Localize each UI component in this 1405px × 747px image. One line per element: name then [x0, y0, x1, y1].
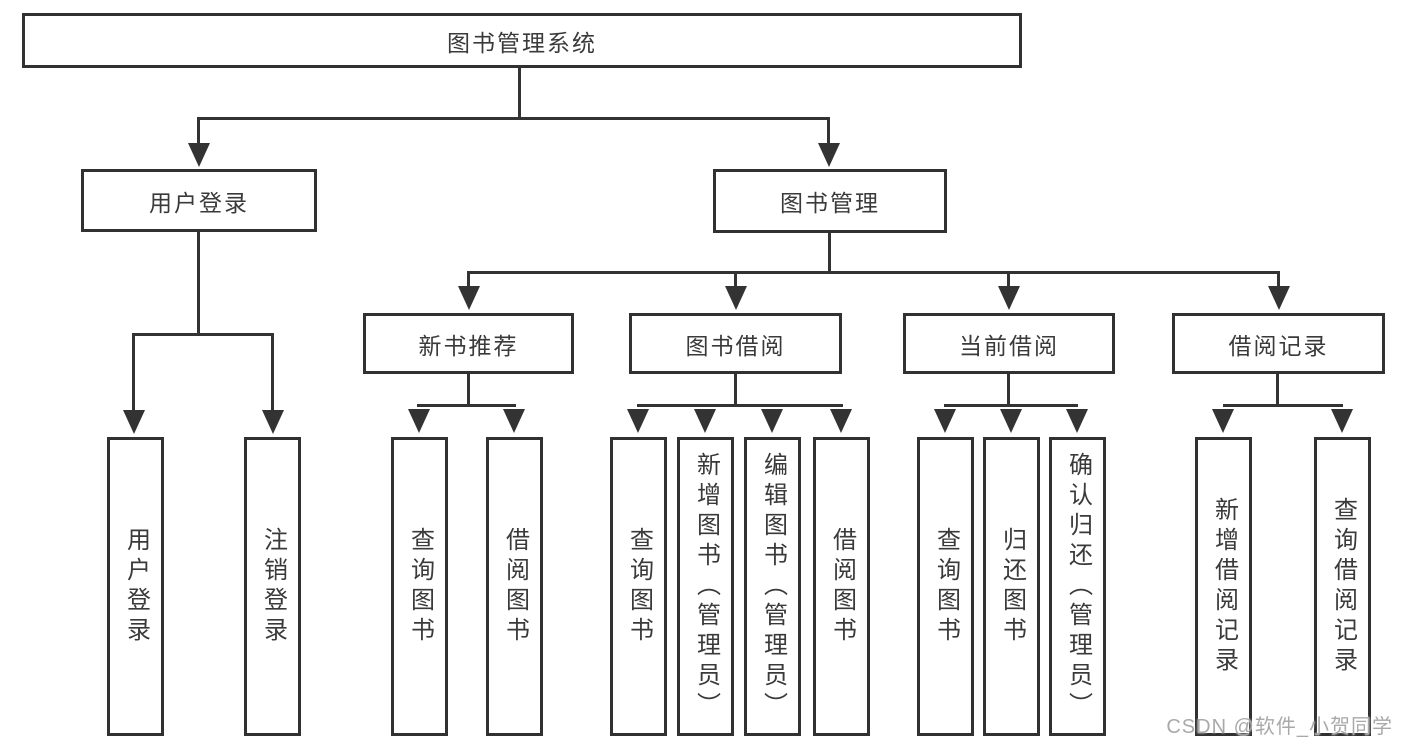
arrow-down-icon — [188, 143, 210, 167]
connector-line — [1276, 374, 1279, 406]
arrow-down-icon — [1212, 409, 1234, 433]
node-label: 确认归还（管理员） — [1064, 451, 1092, 722]
connector-line — [828, 233, 831, 273]
leaf-user-login: 用户登录 — [107, 437, 164, 736]
node-label: 新增图书（管理员） — [692, 451, 720, 722]
node-borrowing-records: 借阅记录 — [1172, 313, 1385, 374]
node-label: 借阅记录 — [1228, 332, 1329, 359]
connector-line — [197, 117, 200, 145]
connector-line — [1007, 271, 1010, 287]
connector-line — [944, 404, 1078, 407]
arrow-down-icon — [262, 410, 284, 434]
connector-line — [132, 333, 274, 336]
connector-line — [1007, 374, 1010, 406]
arrow-down-icon — [458, 286, 480, 310]
connector-line — [1277, 271, 1280, 287]
arrow-down-icon — [725, 286, 747, 310]
node-label: 图书管理 — [780, 190, 880, 216]
connector-line — [1223, 404, 1343, 407]
leaf-edit-book-admin: 编辑图书（管理员） — [744, 437, 801, 736]
connector-line — [197, 117, 830, 120]
leaf-add-borrow-record: 新增借阅记录 — [1195, 437, 1252, 736]
node-label: 注销登录 — [259, 526, 287, 647]
arrow-down-icon — [934, 409, 956, 433]
node-new-book-recommendation: 新书推荐 — [363, 313, 574, 374]
connector-line — [132, 333, 135, 411]
node-current-borrowing: 当前借阅 — [903, 313, 1115, 374]
leaf-query-books-current: 查询图书 — [917, 437, 974, 736]
arrow-down-icon — [761, 409, 783, 433]
arrow-down-icon — [1066, 409, 1088, 433]
node-label: 用户登录 — [122, 526, 150, 647]
leaf-borrow-books-recommend: 借阅图书 — [486, 437, 543, 736]
connector-line — [734, 374, 737, 406]
connector-line — [417, 404, 516, 407]
node-label: 查询借阅记录 — [1329, 496, 1357, 677]
connector-line — [518, 68, 521, 118]
connector-line — [197, 232, 200, 335]
node-label: 查询图书 — [625, 526, 653, 647]
arrow-down-icon — [503, 409, 525, 433]
arrow-down-icon — [1268, 286, 1290, 310]
leaf-query-books-recommend: 查询图书 — [391, 437, 448, 736]
node-user-login: 用户登录 — [81, 169, 317, 232]
node-label: 借阅图书 — [828, 526, 856, 647]
arrow-down-icon — [818, 143, 840, 167]
node-label: 借阅图书 — [501, 526, 529, 647]
connector-line — [734, 271, 737, 287]
node-label: 新增借阅记录 — [1210, 496, 1238, 677]
arrow-down-icon — [627, 409, 649, 433]
connector-line — [467, 271, 470, 287]
connector-line — [467, 271, 1280, 274]
leaf-return-books: 归还图书 — [983, 437, 1040, 736]
node-book-management: 图书管理 — [713, 169, 947, 233]
arrow-down-icon — [998, 286, 1020, 310]
leaf-query-borrow-record: 查询借阅记录 — [1314, 437, 1371, 736]
arrow-down-icon — [123, 410, 145, 434]
arrow-down-icon — [694, 409, 716, 433]
arrow-down-icon — [1331, 409, 1353, 433]
node-label: 用户登录 — [149, 189, 249, 216]
leaf-logout-login: 注销登录 — [244, 437, 301, 736]
node-label: 图书借阅 — [685, 332, 786, 359]
connector-line — [271, 333, 274, 411]
node-label: 图书管理系统 — [447, 29, 597, 56]
node-label: 新书推荐 — [418, 332, 519, 359]
leaf-borrow-books-borrow: 借阅图书 — [813, 437, 870, 736]
arrow-down-icon — [408, 409, 430, 433]
leaf-add-book-admin: 新增图书（管理员） — [677, 437, 734, 736]
connector-line — [827, 117, 830, 145]
node-library-management-system: 图书管理系统 — [22, 13, 1022, 68]
leaf-query-books-borrow: 查询图书 — [610, 437, 667, 736]
node-label: 查询图书 — [932, 526, 960, 647]
arrow-down-icon — [830, 409, 852, 433]
node-book-borrowing: 图书借阅 — [629, 313, 842, 374]
node-label: 当前借阅 — [959, 332, 1059, 359]
node-label: 编辑图书（管理员） — [759, 451, 787, 722]
leaf-confirm-return-admin: 确认归还（管理员） — [1049, 437, 1106, 736]
connector-line — [467, 374, 470, 406]
watermark-text: CSDN @软件_小贺同学 — [1166, 716, 1393, 738]
node-label: 查询图书 — [406, 526, 434, 647]
connector-line — [637, 404, 843, 407]
node-label: 归还图书 — [998, 526, 1026, 647]
arrow-down-icon — [1000, 409, 1022, 433]
